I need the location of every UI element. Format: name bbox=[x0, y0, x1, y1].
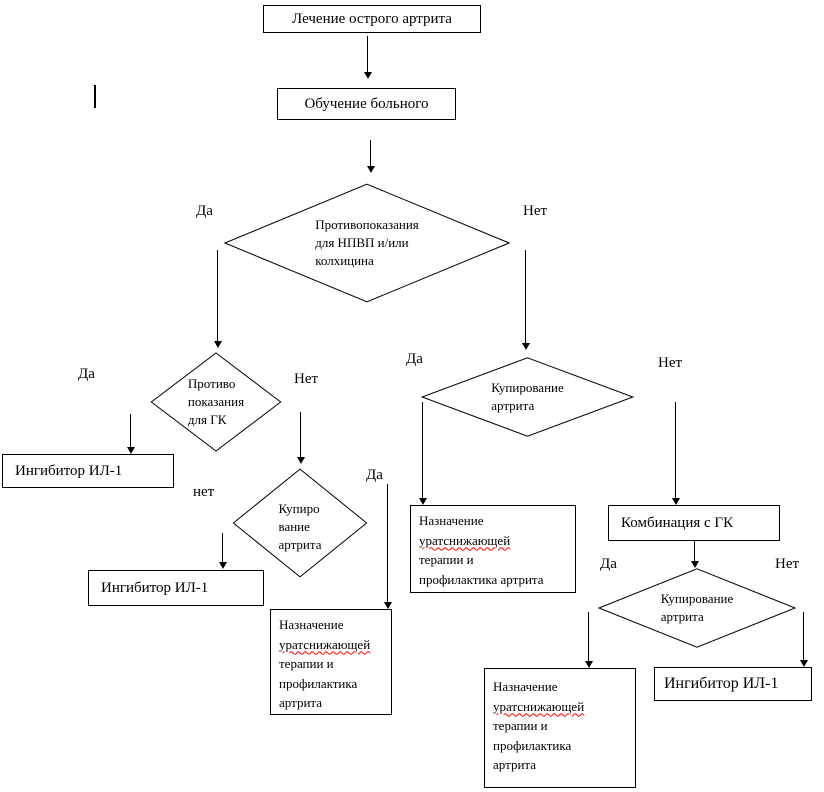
decision-contra-gc: Противо показания для ГК bbox=[150, 352, 282, 452]
connector-decision2-il1-left bbox=[130, 414, 131, 447]
connector-combo-decision5 bbox=[694, 541, 695, 561]
decision-line: колхицина bbox=[315, 253, 374, 269]
edge-label-no-4: Нет bbox=[658, 355, 683, 371]
decision-line: Купиро bbox=[278, 501, 320, 516]
arrowhead-education-decision1 bbox=[367, 166, 375, 173]
edge-label-no-5: Нет bbox=[775, 556, 800, 572]
connector-decision2-decision4 bbox=[300, 412, 301, 457]
decision-contra-nsaid: Противопоказания для НПВП и/или колхицин… bbox=[222, 183, 512, 303]
urate-left-line: терапии и bbox=[279, 656, 334, 671]
decision-line: Противопоказания bbox=[315, 216, 419, 232]
urate-bottom-line: терапии и bbox=[493, 718, 548, 733]
connector-decision1-decision3 bbox=[525, 250, 526, 343]
diamond-shape bbox=[222, 183, 512, 303]
urate-bottom-line: Назначение bbox=[493, 679, 558, 694]
edge-label-no-2: Нет bbox=[294, 371, 319, 387]
edge-label-yes-5: Да bbox=[600, 556, 617, 572]
arrowhead-decision4-il1-mid bbox=[219, 562, 227, 569]
arrowhead-decision4-urate-left bbox=[384, 602, 392, 609]
arrowhead-decision2-il1-left bbox=[127, 447, 135, 454]
result-box-il1-left: Ингибитор ИЛ-1 bbox=[2, 454, 174, 488]
connector-decision1-decision2 bbox=[217, 250, 218, 341]
urate-left-line: профилактика bbox=[279, 675, 358, 691]
decision-line: для ГК bbox=[187, 412, 227, 428]
decision-contra-gc-text: Противо показания для ГК bbox=[150, 352, 282, 452]
decision-relief-left-text: Купиро вание артрита bbox=[232, 468, 368, 578]
decision-line: артрита bbox=[278, 537, 322, 553]
urate-left-line-misspelled: уратснижающей bbox=[279, 636, 371, 652]
edge-label-yes-4: Да bbox=[406, 351, 423, 367]
arrowhead-decision1-decision2 bbox=[214, 341, 222, 348]
diamond-shape bbox=[150, 352, 282, 452]
connector-decision3-urate-mid bbox=[422, 402, 423, 498]
process-box-education-label: Обучение больного bbox=[304, 96, 429, 112]
result-box-il1-mid-label: Ингибитор ИЛ-1 bbox=[101, 580, 209, 596]
decision-line: артрита bbox=[660, 609, 704, 624]
result-box-il1-right: Ингибитор ИЛ-1 bbox=[654, 667, 812, 701]
process-box-combo-gc: Комбинация с ГК bbox=[608, 505, 780, 541]
urate-bottom-line: артрита bbox=[493, 757, 537, 772]
diamond-shape bbox=[420, 357, 635, 437]
edge-label-no-3: нет bbox=[193, 484, 215, 500]
urate-left-line: артрита bbox=[279, 695, 323, 710]
connector-start-education bbox=[367, 36, 368, 72]
decision-line: Купирование bbox=[660, 590, 734, 606]
result-box-il1-right-label: Ингибитор ИЛ-1 bbox=[664, 675, 779, 693]
result-box-urate-left: Назначение уратснижающей терапии и профи… bbox=[270, 609, 392, 715]
result-box-urate-mid: Назначение уратснижающей терапии и профи… bbox=[410, 505, 576, 593]
arrowhead-decision3-urate-mid bbox=[419, 498, 427, 505]
decision-line: Противо bbox=[187, 375, 236, 391]
diamond-shape bbox=[597, 568, 797, 648]
connector-decision3-combo-gc bbox=[675, 402, 676, 498]
connector-decision4-urate-left bbox=[387, 484, 388, 602]
decision-relief-bottom-text: Купирование артрита bbox=[597, 568, 797, 648]
urate-mid-line: терапии и bbox=[419, 552, 474, 567]
decision-line: для НПВП и/или bbox=[315, 234, 409, 250]
arrowhead-decision5-il1-right bbox=[800, 660, 808, 667]
decision-relief-left: Купиро вание артрита bbox=[232, 468, 368, 578]
connector-decision5-urate-bottom bbox=[588, 612, 589, 661]
arrowhead-combo-decision5 bbox=[691, 561, 699, 568]
arrowhead-start-education bbox=[364, 72, 372, 79]
result-box-il1-left-label: Ингибитор ИЛ-1 bbox=[15, 463, 123, 479]
decision-line: Купирование bbox=[491, 379, 564, 395]
decision-line: показания bbox=[187, 393, 245, 409]
decision-line: вание bbox=[278, 519, 310, 535]
diamond-shape bbox=[232, 468, 368, 578]
decision-contra-nsaid-text: Противопоказания для НПВП и/или колхицин… bbox=[222, 183, 512, 303]
connector-decision5-il1-right bbox=[803, 612, 804, 660]
urate-left-line: Назначение bbox=[279, 617, 344, 632]
edge-label-yes-2: Да bbox=[78, 366, 95, 382]
decision-line: артрита bbox=[491, 398, 535, 413]
decision-relief-bottom: Купирование артрита bbox=[597, 568, 797, 648]
connector-decision4-il1-mid bbox=[222, 533, 223, 562]
edge-label-yes-1: Да bbox=[196, 203, 213, 219]
process-box-start: Лечение острого артрита bbox=[263, 5, 481, 33]
urate-bottom-line: профилактика bbox=[493, 737, 572, 753]
edge-label-yes-3: Да bbox=[366, 467, 383, 483]
connector-education-decision1 bbox=[370, 140, 371, 166]
process-box-start-label: Лечение острого артрита bbox=[292, 11, 452, 27]
edge-label-no-1: Нет bbox=[523, 203, 548, 219]
decision-relief-right: Купирование артрита bbox=[420, 357, 635, 437]
decision-relief-right-text: Купирование артрита bbox=[420, 357, 635, 437]
urate-mid-line-misspelled: уратснижающей bbox=[419, 532, 511, 548]
process-box-combo-gc-label: Комбинация с ГК bbox=[621, 515, 734, 531]
arrowhead-decision5-urate-bottom bbox=[585, 661, 593, 668]
stray-mark bbox=[94, 85, 96, 108]
arrowhead-decision1-decision3 bbox=[522, 343, 530, 350]
urate-bottom-line-misspelled: уратснижающей bbox=[493, 698, 585, 714]
arrowhead-decision2-decision4 bbox=[297, 457, 305, 464]
process-box-education: Обучение больного bbox=[277, 88, 456, 120]
result-box-il1-mid: Ингибитор ИЛ-1 bbox=[88, 570, 264, 606]
result-box-urate-bottom: Назначение уратснижающей терапии и профи… bbox=[484, 668, 636, 788]
urate-mid-line: профилактика артрита bbox=[419, 571, 544, 587]
urate-mid-line: Назначение bbox=[419, 513, 484, 528]
arrowhead-decision3-combo-gc bbox=[672, 498, 680, 505]
